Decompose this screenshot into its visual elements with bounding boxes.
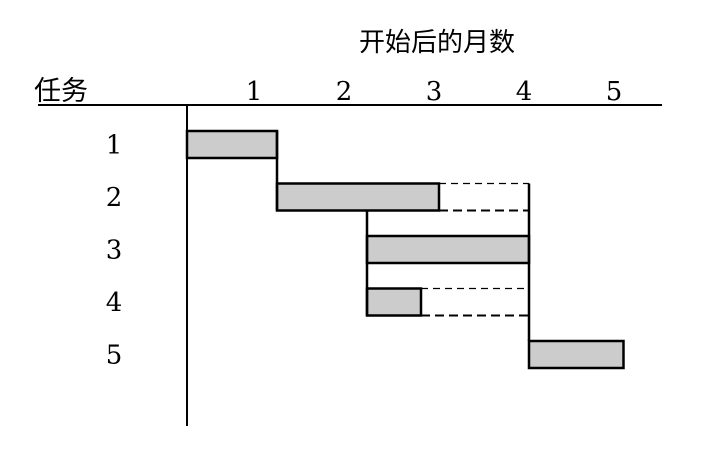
task-label: 4 (106, 288, 123, 318)
slack-lines (275, 131, 531, 341)
x-tick-labels: 1 2 3 4 5 (246, 77, 623, 107)
task-bars (185, 129, 625, 370)
task-bar (185, 129, 279, 160)
x-tick-label: 1 (246, 77, 263, 107)
chart-title: 开始后的月数 (359, 28, 515, 58)
x-tick-label: 3 (426, 77, 443, 107)
task-label: 5 (106, 341, 123, 371)
task-column-label: 任务 (34, 76, 88, 107)
task-label: 1 (106, 131, 123, 161)
task-bar (275, 182, 441, 212)
x-tick-label: 2 (336, 77, 353, 107)
task-bar (527, 339, 625, 370)
task-bar (365, 287, 423, 317)
task-label: 2 (106, 183, 123, 213)
x-tick-label: 5 (606, 77, 623, 107)
x-tick-label: 4 (516, 77, 533, 107)
task-bar (365, 234, 531, 265)
task-label: 3 (106, 236, 123, 266)
task-labels: 1 2 3 4 5 (106, 131, 123, 371)
